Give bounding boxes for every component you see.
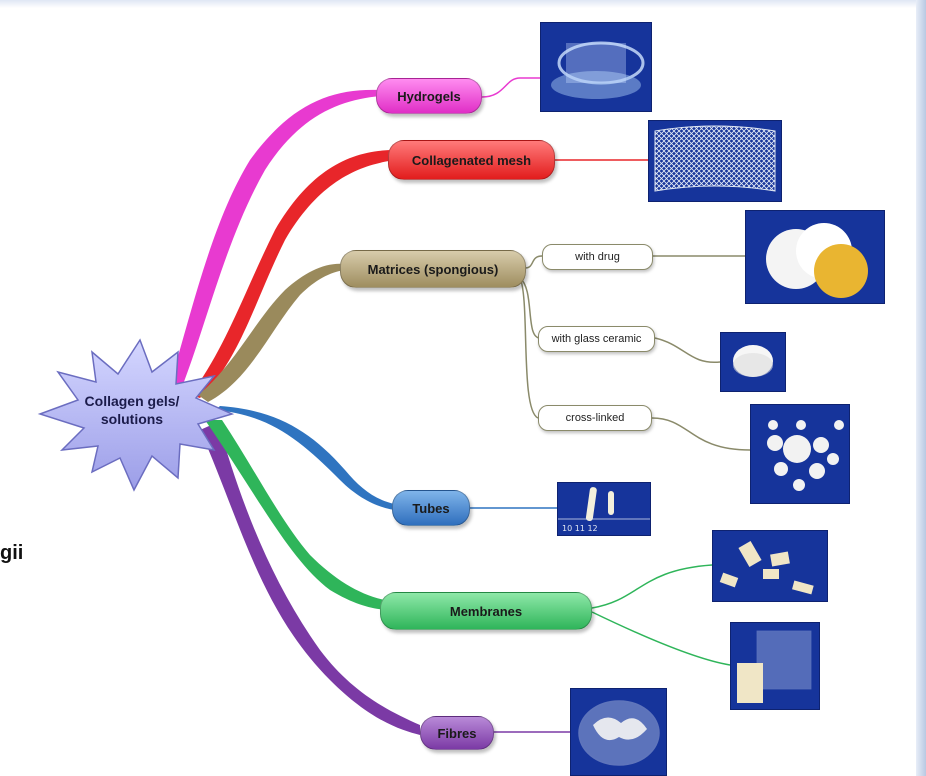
connector-glass-image [654, 337, 721, 363]
branch-ribbon-matrices [198, 263, 345, 402]
node-matrices: Matrices (spongious) [340, 250, 526, 288]
connector-matrices-withdrug [524, 255, 543, 269]
connector-membranes-image2 [591, 611, 731, 666]
glass-ceramic-photo [720, 332, 786, 392]
branch-ribbon-membranes [205, 420, 385, 610]
node-hydrogels-label: Hydrogels [397, 88, 461, 104]
node-cross-linked-label: cross-linked [565, 412, 625, 424]
central-node-label: Collagen gels/ solutions [62, 392, 202, 428]
membranes-photo-2-art [737, 630, 812, 703]
connector-membranes-image1 [591, 564, 713, 609]
node-with-glass-ceramic: with glass ceramic [538, 326, 655, 352]
node-tubes: Tubes [392, 490, 470, 526]
fibres-photo-art [578, 700, 660, 766]
node-fibres: Fibres [420, 716, 494, 750]
connector-crosslinked-image [651, 417, 751, 451]
membranes-photo-2 [730, 622, 820, 710]
node-cross-linked: cross-linked [538, 405, 652, 431]
node-collagenated-mesh: Collagenated mesh [388, 140, 555, 180]
collagenated-mesh-photo [648, 120, 782, 202]
membranes-photo-1-art [719, 540, 814, 595]
hydrogel-photo-art [551, 41, 645, 99]
branch-ribbon-hydrogels [168, 89, 380, 392]
connector-hydrogels-image [481, 77, 540, 98]
branch-ribbon-mesh [190, 150, 395, 398]
tubes-photo: 10 11 12 [557, 482, 651, 536]
connector-matrices-glass [519, 277, 541, 339]
tubes-photo-art: 10 11 12 [558, 487, 650, 533]
central-line-2: solutions [100, 411, 164, 427]
node-tubes-label: Tubes [412, 500, 450, 516]
node-matrices-label: Matrices (spongious) [367, 261, 499, 277]
central-line-1: Collagen gels/ [84, 393, 180, 409]
node-with-glass-ceramic-label: with glass ceramic [551, 333, 642, 345]
node-fibres-label: Fibres [437, 725, 477, 741]
ruler-numbers: 10 11 12 [562, 524, 598, 533]
branch-ribbon-tubes [215, 406, 395, 510]
branch-ribbon-fibres [200, 422, 420, 735]
cross-linked-photo-art [767, 420, 844, 491]
node-collagenated-mesh-label: Collagenated mesh [411, 152, 532, 168]
slide-top-strip [0, 0, 926, 8]
glass-ceramic-photo-art [733, 345, 773, 377]
node-hydrogels: Hydrogels [376, 78, 482, 114]
connector-matrices-crosslinked [519, 277, 539, 419]
mesh-photo-art [654, 125, 776, 192]
node-membranes: Membranes [380, 592, 592, 630]
with-drug-photo [745, 210, 885, 304]
fibres-photo [570, 688, 667, 776]
cross-linked-photo [750, 404, 850, 504]
central-starburst-shape [37, 338, 235, 492]
node-with-drug-label: with drug [575, 251, 620, 263]
hydrogel-photo [540, 22, 652, 112]
node-membranes-label: Membranes [449, 603, 523, 619]
membranes-photo-1 [712, 530, 828, 602]
slide-right-edge [916, 0, 926, 776]
with-drug-photo-art [766, 223, 868, 298]
cut-off-left-text: gii [0, 542, 24, 564]
node-with-drug: with drug [542, 244, 653, 270]
